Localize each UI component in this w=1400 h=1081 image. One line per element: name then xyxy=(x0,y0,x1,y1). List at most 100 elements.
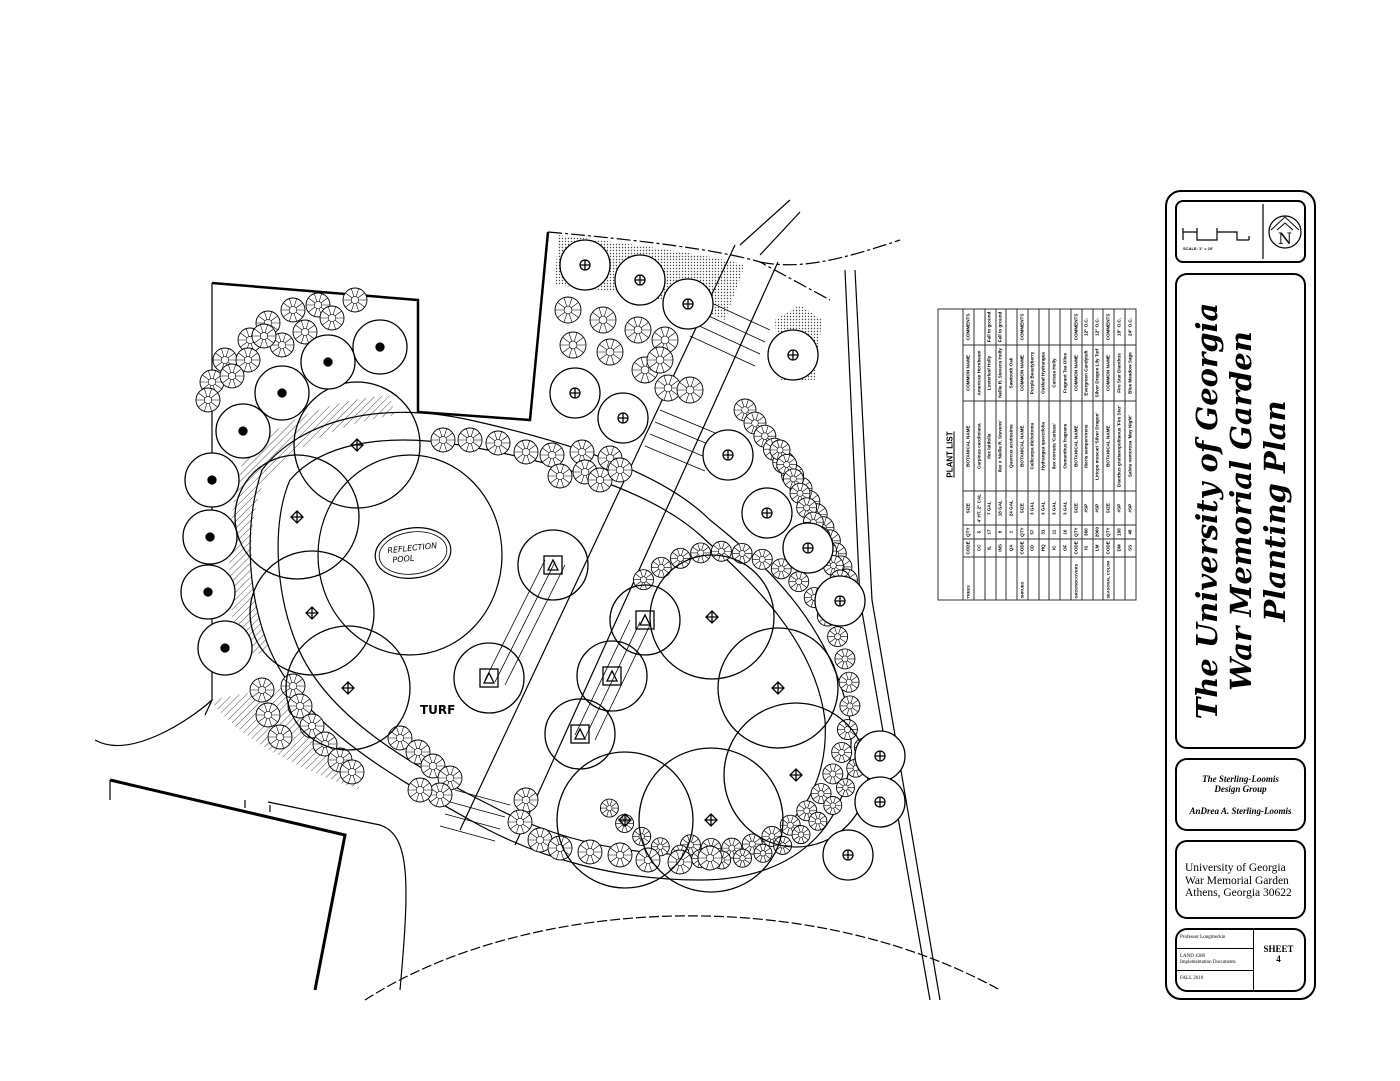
shrub-spokes xyxy=(836,779,855,797)
plant-category: SHRUBS xyxy=(1017,556,1028,600)
plant-list-cell: Quercus acutissima xyxy=(1006,401,1018,492)
shrub-center xyxy=(336,756,344,764)
plant-list-cell: Purple Beautyberry xyxy=(1027,344,1039,402)
plant-list-cell: Ilex x 'Nellie R. Stevens' xyxy=(995,401,1007,492)
plant-list-cell xyxy=(1027,309,1039,345)
title-block xyxy=(1165,190,1316,1000)
allee-tree-symbol xyxy=(453,642,525,714)
shrub-center xyxy=(640,576,647,584)
shrub-center xyxy=(829,770,837,778)
plant-list-cell: Fire Star Dianthus xyxy=(1114,344,1126,402)
diamond-tree-mark xyxy=(341,681,355,695)
diamond-tree-mark xyxy=(704,813,718,827)
shrub-spokes xyxy=(486,431,510,455)
plant-list-cell xyxy=(973,309,985,345)
plant-list-cell: OF xyxy=(1060,539,1072,557)
shrub-center xyxy=(605,347,615,357)
shrub-center xyxy=(817,790,825,797)
plant-list-cell: LM xyxy=(1092,539,1104,557)
shrub-center xyxy=(777,565,785,573)
shrub-spokes xyxy=(281,298,305,322)
triangle-tree-mark xyxy=(573,727,587,740)
shrub-center xyxy=(748,840,756,848)
bottom-road xyxy=(267,801,407,991)
plant-category: SEASONAL COLOR xyxy=(1103,556,1115,600)
plant-list-cell: Silver Dragon Lily Turf xyxy=(1092,344,1104,402)
building-outline xyxy=(109,778,347,991)
shrub-spokes xyxy=(196,388,220,412)
tree-center-cross xyxy=(635,275,645,285)
road-top xyxy=(759,239,901,266)
shrub-center xyxy=(786,821,794,829)
shrub-spokes xyxy=(528,828,552,852)
right-road-line-2 xyxy=(854,269,941,1001)
shrub-spokes xyxy=(313,732,337,756)
plant-list-cell: 7 GAL xyxy=(984,491,996,526)
scale-bar-icon xyxy=(1182,204,1264,259)
shrub-spokes xyxy=(839,672,860,692)
tree-center-cross xyxy=(762,508,772,518)
tree-center-dot xyxy=(323,357,333,367)
plant-category: GROUNDCOVERS xyxy=(1071,556,1082,600)
shrub-center xyxy=(655,355,665,365)
plant-list-cell: Fall to ground xyxy=(984,309,996,345)
diamond-tree-mark xyxy=(618,813,632,827)
plant-list-cell: Callicarpa dichotoma xyxy=(1027,401,1039,492)
shrub-center xyxy=(429,762,437,770)
shrub-spokes xyxy=(340,760,364,784)
plant-list-column-header: SIZE xyxy=(963,491,974,526)
plant-list-cell: QA xyxy=(1006,539,1018,557)
walkway-steps-mid xyxy=(644,409,721,472)
shrub-center xyxy=(741,406,749,414)
shrub-spokes xyxy=(625,317,651,343)
shrub-spokes xyxy=(388,726,412,750)
plant-list-cell: Carpinus caroliniana xyxy=(973,401,985,492)
scale-north-box: SCALE: 1" = 20' N xyxy=(1175,200,1306,263)
shrub-spokes xyxy=(698,846,722,870)
empty-cell xyxy=(984,556,996,600)
tree-planter-box xyxy=(479,668,499,688)
plant-list-cell: Lusterleaf Holly xyxy=(984,344,996,402)
plant-list-column-header: CODE xyxy=(1103,539,1115,557)
shrub-center xyxy=(845,678,853,686)
shrub-spokes xyxy=(834,649,855,669)
shrub-center xyxy=(663,383,673,393)
plant-list-column-header: BOTANICAL NAME xyxy=(963,401,974,492)
shrub-center xyxy=(841,655,849,663)
shrub-spokes xyxy=(788,572,809,592)
shrub-center xyxy=(208,378,216,386)
shrub-center xyxy=(761,432,769,440)
shrub-center xyxy=(796,490,804,497)
allee-left xyxy=(484,559,566,686)
shrub-spokes xyxy=(839,696,860,716)
shrub-center xyxy=(351,296,359,304)
plant-list-cell: Fragrant Tea Olive xyxy=(1060,344,1072,402)
shrub-center xyxy=(790,475,797,483)
shrub-center xyxy=(416,786,424,794)
plant-list-cell: SS xyxy=(1125,539,1136,557)
shrub-center xyxy=(548,451,556,459)
plant-list-column-header: BOTANICAL NAME xyxy=(1071,401,1082,492)
tree-planter-box xyxy=(543,555,563,575)
plant-list-cell: #SP xyxy=(1114,491,1126,526)
shrub-center xyxy=(728,844,736,852)
shrub-center xyxy=(640,365,650,375)
shrub-spokes xyxy=(514,440,538,464)
shrub-center xyxy=(718,547,725,555)
plant-list-cell: 12" O.C. xyxy=(1081,309,1093,345)
turf-label: TURF xyxy=(420,703,455,717)
plant-list-cell: CD xyxy=(1027,539,1039,557)
empty-cell xyxy=(973,556,985,600)
tree-center-cross xyxy=(580,260,590,270)
tree-center-cross xyxy=(835,596,845,606)
title-line-3: Planting Plan xyxy=(1257,400,1292,622)
plant-list-column-header: SIZE xyxy=(1103,491,1115,526)
shrub-spokes xyxy=(555,297,581,323)
shrub-spokes xyxy=(822,764,843,784)
shrub-center xyxy=(739,855,746,862)
